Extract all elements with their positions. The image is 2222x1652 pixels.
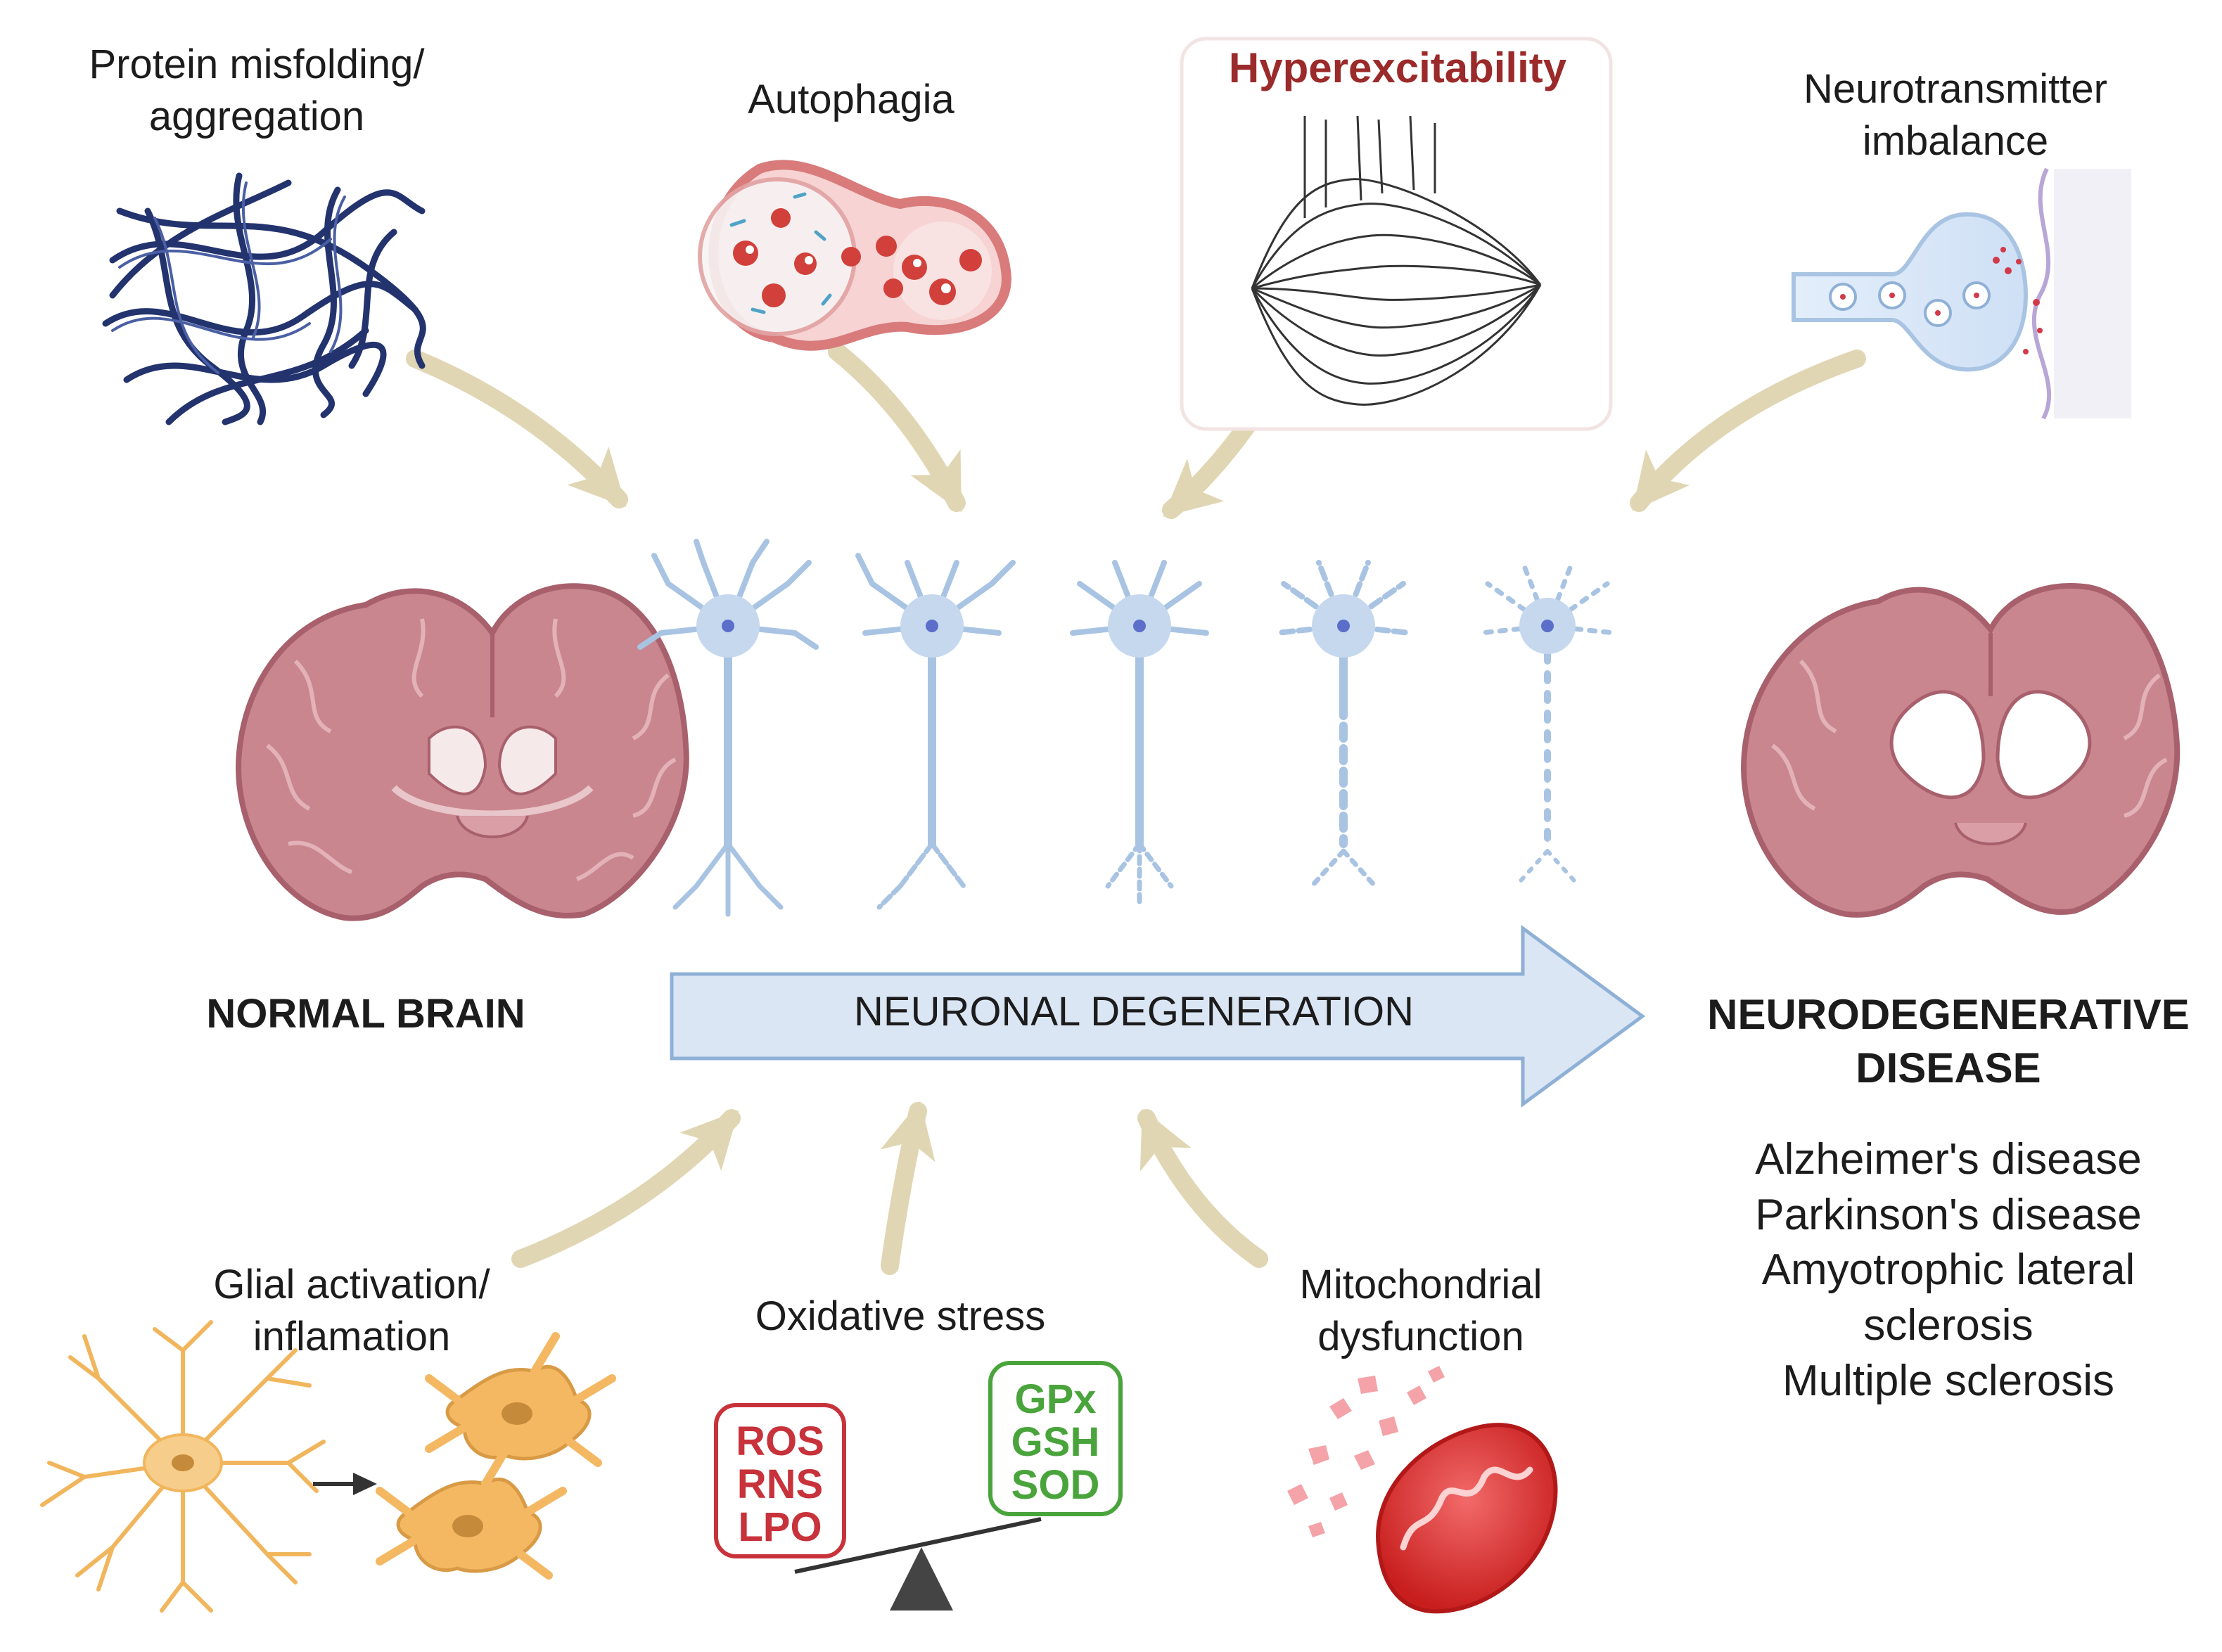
neuron-1-icon — [637, 539, 819, 917]
label-disease-title-line2: DISEASE — [1856, 1044, 2041, 1092]
label-glial-line1: Glial activation/ — [213, 1262, 490, 1307]
neuron-4-icon — [1274, 560, 1413, 889]
antioxidant-list: GPx GSH SOD — [990, 1378, 1120, 1507]
antioxidants-box — [988, 1361, 1123, 1516]
label-glial-line2: inflamation — [253, 1313, 451, 1359]
label-mito-line1: Mitochondrial — [1299, 1262, 1543, 1307]
disease-item: Multiple sclerosis — [1782, 1356, 2115, 1405]
antioxidant-item: SOD — [1011, 1461, 1100, 1508]
label-neurodegenerative-disease: NEURODEGENERATIVE DISEASE — [1681, 988, 2216, 1095]
autophagosome-icon — [698, 160, 1011, 351]
label-neuronal-degeneration: NEURONAL DEGENERATION — [854, 989, 1414, 1035]
neuron-5-icon — [1478, 560, 1617, 888]
diseased-brain-icon — [1741, 583, 2181, 918]
label-autophagia: Autophagia — [748, 77, 954, 122]
label-hyperexcitability: Hyperexcitability — [1228, 44, 1567, 91]
oxidant-item: LPO — [738, 1504, 822, 1550]
oxidant-item: ROS — [736, 1419, 824, 1464]
arrow-protein-to-neurons — [406, 350, 628, 508]
disease-item: Parkinson's disease — [1755, 1190, 2142, 1239]
label-protein-line1: Protein misfolding/ — [89, 41, 425, 87]
label-mito-line2: dysfunction — [1317, 1313, 1524, 1359]
label-oxidative-stress: Oxidative stress — [755, 1293, 1046, 1339]
label-protein-line2: aggregation — [148, 93, 365, 139]
synapse-icon — [1792, 167, 2131, 420]
oxidants-box — [714, 1403, 846, 1558]
oxidant-item: RNS — [736, 1461, 824, 1507]
protein-aggregate-icon — [102, 172, 426, 425]
balance-scale-icon — [794, 1517, 1042, 1611]
label-neurotransmitter-imbalance: Neurotransmitter imbalance — [1716, 63, 2195, 167]
hyperexcitability-panel — [1180, 37, 1613, 431]
arrow-oxidative-to-degeneration — [880, 1101, 936, 1275]
disease-item: sclerosis — [1863, 1301, 2033, 1350]
arrow-mitochondrial-to-degeneration — [1137, 1108, 1268, 1268]
activated-glia-icon — [376, 1332, 616, 1580]
mitochondrion-icon — [1287, 1366, 1558, 1614]
antioxidant-item: GPx — [1014, 1376, 1097, 1422]
label-disease-title-line1: NEURODEGENERATIVE — [1707, 991, 2190, 1038]
label-neurotransmitter-line2: imbalance — [1862, 117, 2049, 164]
label-protein-misfolding: Protein misfolding/ aggregation — [28, 39, 485, 142]
label-normal-brain: NORMAL BRAIN — [206, 991, 525, 1037]
disease-item: Alzheimer's disease — [1755, 1135, 2142, 1184]
neuronal-degeneration-arrow — [670, 925, 1646, 1108]
oxidant-list: ROS RNS LPO — [716, 1419, 844, 1550]
arrow-autophagia-to-neurons — [828, 342, 966, 513]
antioxidant-item: GSH — [1011, 1419, 1100, 1465]
neuron-2-icon — [855, 553, 1016, 910]
arrow-glial-to-degeneration — [511, 1109, 741, 1268]
resting-glia-icon — [40, 1320, 326, 1613]
normal-brain-icon — [236, 583, 689, 921]
disease-item: Amyotrophic lateral — [1761, 1246, 2135, 1295]
label-neurotransmitter-line1: Neurotransmitter — [1803, 66, 2107, 112]
label-mitochondrial-dysfunction: Mitochondrial dysfunction — [1196, 1259, 1646, 1362]
label-glial-activation: Glial activation/ inflamation — [127, 1259, 577, 1362]
arrow-neurotransmitter-to-neurons — [1630, 350, 1866, 512]
neuron-3-icon — [1070, 560, 1209, 910]
disease-list: Alzheimer's disease Parkinson's disease … — [1681, 1132, 2216, 1409]
